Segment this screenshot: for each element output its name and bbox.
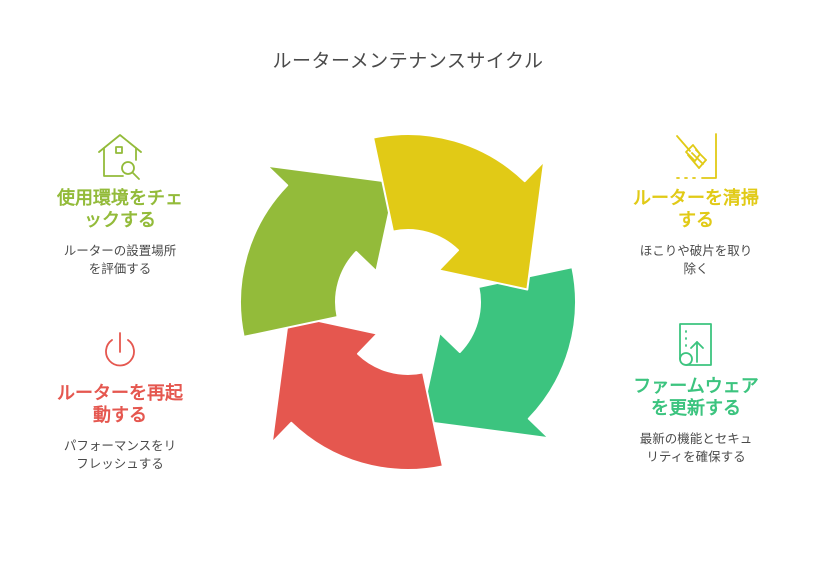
- arrow-clean-router: [372, 133, 546, 291]
- step-heading: ルーターを清掃 する: [633, 188, 759, 231]
- upload-file-icon: [679, 323, 712, 366]
- broom-icon: [676, 133, 717, 179]
- step-clean-router: ルーターを清掃 する ほこりや破片を取り 除く: [611, 130, 781, 278]
- step-restart-router: ルーターを再起 動する パフォーマンスをリ フレッシュする: [35, 325, 205, 473]
- step-description: ほこりや破片を取り 除く: [639, 243, 753, 276]
- power-icon: [105, 332, 135, 367]
- step-description: ルーターの設置場所 を評価する: [63, 243, 177, 276]
- step-description: 最新の機能とセキュ リティを確保する: [639, 431, 753, 464]
- step-description: パフォーマンスをリ フレッシュする: [63, 438, 177, 471]
- step-heading: 使用環境をチェ ックする: [57, 188, 183, 231]
- arrow-update-firmware: [419, 266, 577, 440]
- step-heading: ファームウェア を更新する: [633, 376, 759, 419]
- step-update-firmware: ファームウェア を更新する 最新の機能とセキュ リティを確保する: [611, 318, 781, 466]
- arrow-check-environment: [239, 164, 397, 338]
- house-search-icon: [98, 134, 142, 180]
- step-heading: ルーターを再起 動する: [57, 383, 183, 426]
- arrow-restart-router: [270, 313, 444, 471]
- diagram-title: ルーターメンテナンスサイクル: [272, 50, 544, 72]
- step-check-environment: 使用環境をチェ ックする ルーターの設置場所 を評価する: [35, 130, 205, 278]
